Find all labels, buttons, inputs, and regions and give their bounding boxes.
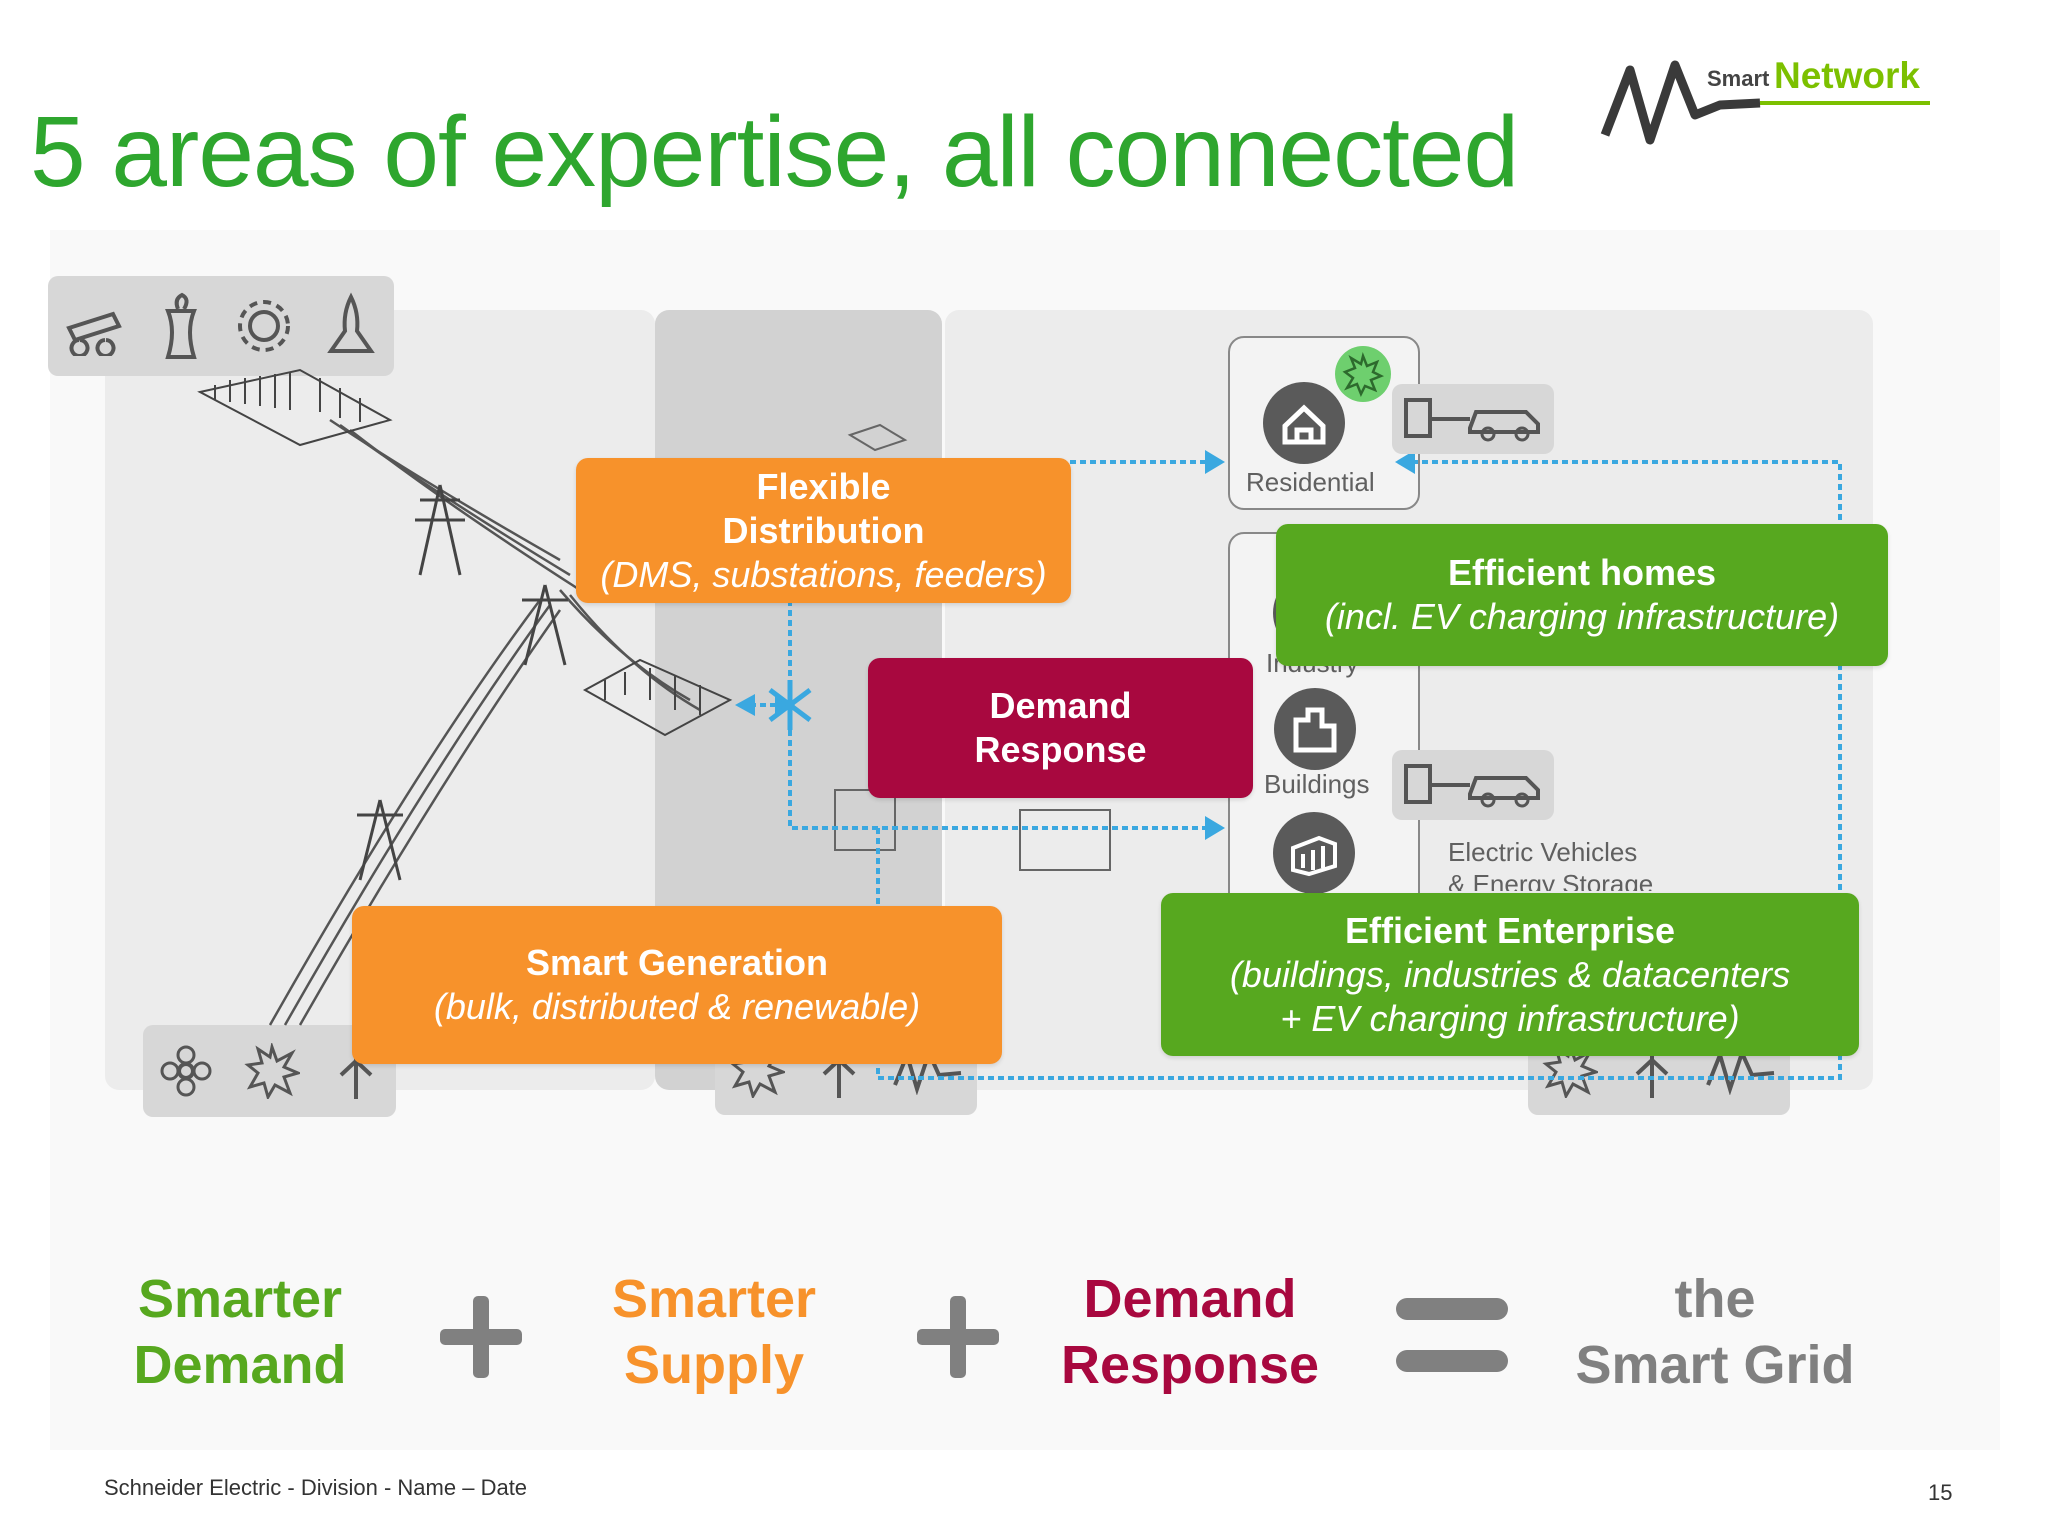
efficient-homes-title: Efficient homes — [1447, 552, 1717, 593]
demand-response-box: Demand Response — [868, 658, 1253, 798]
flexible-distribution-title-1: Flexible — [756, 465, 891, 507]
smarter-supply-line1: Smarter — [611, 1269, 817, 1329]
ev-charger-home-icon — [1392, 384, 1554, 454]
smart-generation-subtitle: (bulk, distributed & renewable) — [433, 986, 921, 1027]
efficient-enterprise-title: Efficient Enterprise — [1344, 909, 1676, 951]
substation-drawing — [582, 658, 733, 737]
power-plant-drawing — [197, 368, 393, 447]
ev-label-line2: & Energy Storage — [1448, 869, 1654, 891]
wind-turbine-icon — [339, 1043, 373, 1099]
solar-badge-icon — [1335, 346, 1391, 402]
plus-icon — [440, 1296, 522, 1378]
page-number: 15 — [1928, 1480, 1953, 1505]
ev-label-line1: Electric Vehicles — [1448, 837, 1638, 867]
logo-brand-text: Network — [1774, 55, 1920, 96]
buildings-icon — [1274, 688, 1356, 770]
pulse-icon — [1705, 1047, 1774, 1095]
flexible-distribution-box: Flexible Distribution (DMS, substations,… — [576, 458, 1071, 603]
demand-response-line2: Response — [1060, 1335, 1320, 1395]
transmission-tower-drawing — [357, 484, 568, 881]
sun-icon — [1542, 1042, 1599, 1098]
connector-hub-icon — [768, 680, 812, 730]
slide-title: 5 areas of expertise, all connected — [30, 96, 1519, 208]
plus-icon — [917, 1296, 999, 1378]
equation-term-demand-response: Demand Response — [1040, 1266, 1340, 1398]
smart-generation-box: Smart Generation (bulk, distributed & re… — [352, 906, 1002, 1064]
flame-icon — [327, 292, 376, 353]
smarter-supply-line2: Supply — [623, 1335, 804, 1395]
gear-icon — [237, 300, 290, 352]
demand-response-line1: Demand — [1083, 1269, 1297, 1329]
datacenter-icon — [1273, 812, 1355, 894]
residential-label: Residential — [1246, 467, 1375, 497]
demand-response-title-2: Response — [974, 729, 1147, 770]
equation-result-smart-grid: the Smart Grid — [1560, 1266, 1870, 1398]
equation-term-smarter-demand: Smarter Demand — [100, 1266, 380, 1398]
smarter-demand-line1: Smarter — [137, 1269, 343, 1329]
building-sketch-drawing — [834, 423, 1111, 871]
ev-charger-enterprise-icon — [1392, 750, 1554, 820]
footer-text: Schneider Electric - Division - Name – D… — [104, 1475, 528, 1500]
sun-icon — [244, 1043, 301, 1099]
equation-term-smarter-supply: Smarter Supply — [574, 1266, 854, 1398]
smart-network-logo — [1600, 55, 1940, 155]
equals-icon — [1396, 1298, 1508, 1372]
wind-turbine-icon — [822, 1042, 856, 1098]
smarter-demand-line2: Demand — [133, 1335, 347, 1395]
flexible-distribution-title-2: Distribution — [722, 509, 925, 551]
demand-response-title-1: Demand — [989, 685, 1132, 726]
efficient-enterprise-subtitle-2: + EV charging infrastructure) — [1280, 997, 1740, 1039]
efficient-homes-box: Efficient homes (incl. EV charging infra… — [1276, 524, 1888, 666]
logo-pulse-icon — [1600, 60, 1930, 145]
smart-generation-title: Smart Generation — [525, 942, 829, 983]
buildings-label: Buildings — [1264, 769, 1370, 799]
smart-grid-line1: the — [1674, 1269, 1756, 1329]
flower-icon — [160, 1045, 212, 1097]
flexible-distribution-subtitle: (DMS, substations, feeders) — [600, 553, 1047, 595]
smart-grid-line2: Smart Grid — [1575, 1335, 1855, 1395]
cooling-tower-icon — [165, 292, 198, 359]
efficient-enterprise-subtitle-1: (buildings, industries & datacenters — [1229, 953, 1791, 995]
efficient-enterprise-box: Efficient Enterprise (buildings, industr… — [1161, 893, 1859, 1056]
conventional-generation-icon-bar — [48, 276, 394, 376]
home-icon — [1263, 382, 1345, 464]
cannon-icon — [65, 311, 122, 356]
logo-small-text: Smart — [1707, 66, 1770, 91]
efficient-homes-subtitle: (incl. EV charging infrastructure) — [1324, 596, 1840, 637]
